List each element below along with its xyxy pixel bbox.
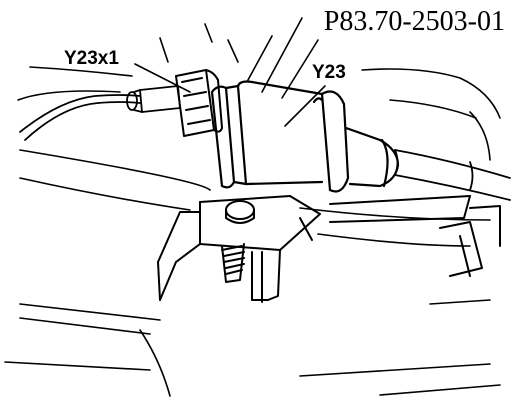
connector-body xyxy=(175,69,223,137)
callout-label-component: Y23 xyxy=(312,62,346,83)
background-contours xyxy=(4,17,501,397)
callout-label-connector: Y23x1 xyxy=(64,48,119,69)
cylinder-body xyxy=(210,80,400,193)
callout-leaders xyxy=(134,63,326,127)
mounting-bracket xyxy=(157,195,321,303)
fuel-line xyxy=(394,149,511,201)
support-rail xyxy=(299,195,501,277)
reference-code: P83.70-2503-01 xyxy=(323,6,505,37)
mounting-bolt xyxy=(221,200,255,283)
